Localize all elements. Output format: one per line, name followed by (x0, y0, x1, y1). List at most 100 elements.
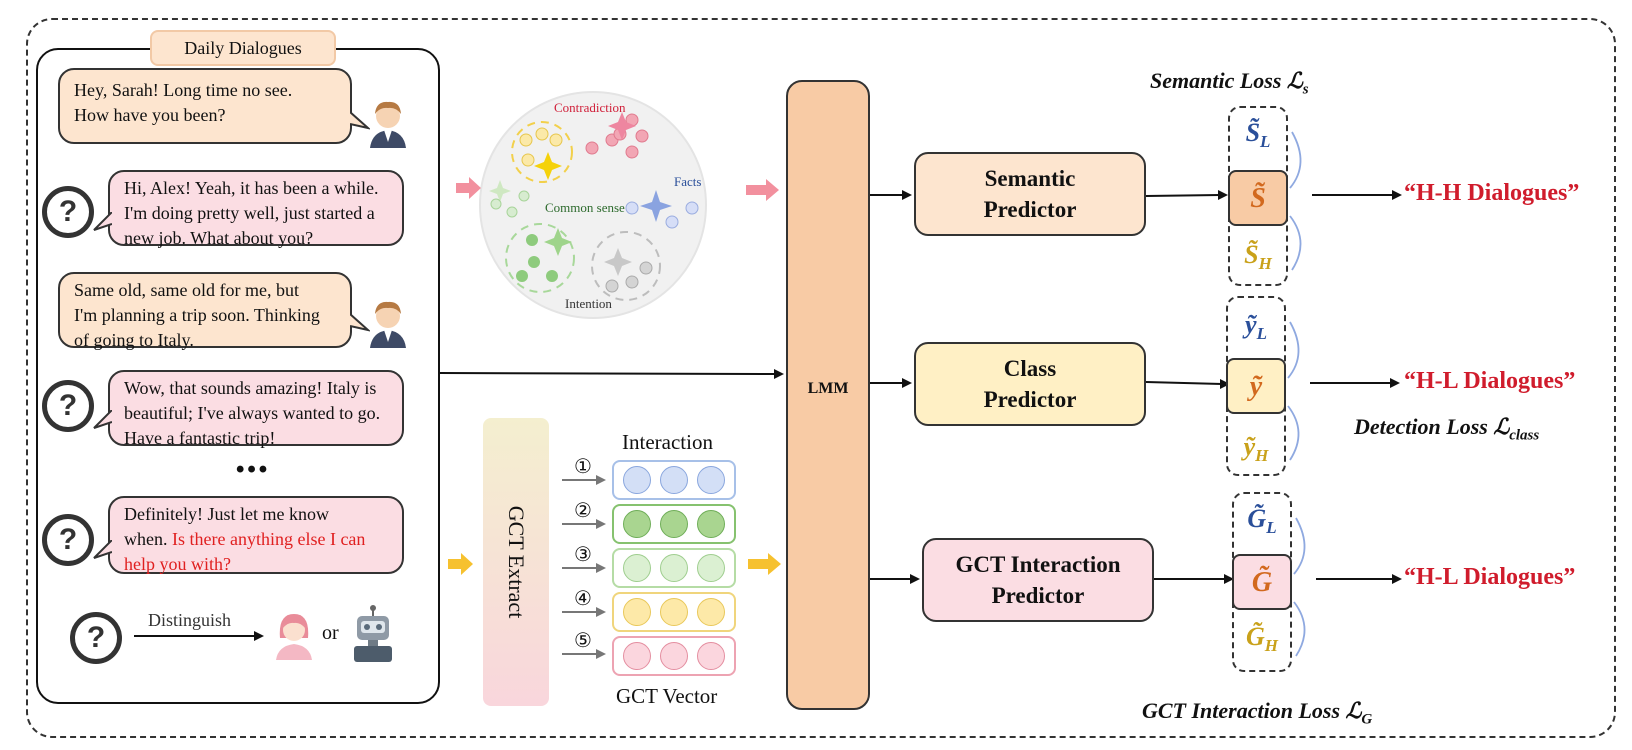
semantic-loss-label: Semantic Loss ℒs (1150, 68, 1309, 98)
bubble-2-tail (93, 212, 112, 231)
output-arrow-2 (1310, 378, 1400, 388)
dialogue-5-line-2: when. Is there anything else I can (124, 527, 388, 552)
dialogue-5-line-2b: Is there anything else I can (172, 529, 366, 549)
gct-predictor-line-1: GCT Interaction (955, 552, 1121, 577)
output-label-1: “H-H Dialogues” (1404, 180, 1580, 206)
vector-dot (660, 554, 688, 582)
y-tilde-h-sub: H (1255, 446, 1269, 466)
g-tilde-l: G̃L (1237, 504, 1287, 538)
s-tilde-l-sub: L (1260, 132, 1271, 152)
question-mark-icon-1: ? (42, 186, 94, 238)
or-label: or (322, 622, 339, 644)
output-arrow-3 (1316, 574, 1402, 584)
gct-loss-label: GCT Interaction Loss ℒG (1142, 698, 1372, 728)
gct-predictor-line-2: Predictor (991, 583, 1085, 608)
y-tilde-l-sub: L (1256, 324, 1267, 344)
dialogue-3-line-2: I'm planning a trip soon. Thinking (74, 305, 320, 325)
panel-to-lmm-arrow (440, 369, 784, 379)
s-tilde-l-base: S̃ (1245, 118, 1261, 147)
dialogue-4-line-3: Have a fantastic trip! (124, 428, 276, 448)
vector-dot (660, 642, 688, 670)
yellow-arrow-icon (448, 553, 473, 575)
vector-dot (697, 466, 725, 494)
distinguish-arrow (134, 631, 264, 641)
dialogue-4-line-2: beautiful; I've always wanted to go. (124, 403, 381, 423)
lmm-label: LMM (807, 380, 849, 397)
output-arrow-1 (1312, 190, 1402, 200)
label-contradiction: Contradiction (554, 100, 626, 115)
dialogue-2-line-1: Hi, Alex! Yeah, it has been a while. (124, 178, 379, 198)
arrow-to-class-predictor (870, 378, 912, 388)
gct-loss-symbol: ℒ (1345, 698, 1362, 723)
semantic-loss-symbol: ℒ (1286, 68, 1303, 93)
g-tilde-box: G̃ (1232, 554, 1292, 610)
lmm-block: LMM (786, 80, 870, 710)
g-tilde-l-sub: L (1266, 518, 1277, 538)
pink-arrow-icon (456, 177, 481, 199)
distinguish-label: Distinguish (148, 610, 232, 630)
label-intention: Intention (565, 296, 612, 311)
s-tilde-l: S̃L (1233, 118, 1283, 152)
question-mark-icon-2: ? (42, 380, 94, 432)
semantic-predictor-line-1: Semantic (984, 166, 1076, 191)
gct-extract-label: GCT Extract (504, 505, 529, 619)
vector-dot (660, 466, 688, 494)
step-arrow (562, 649, 606, 659)
dialogue-4-line-1: Wow, that sounds amazing! Italy is (124, 378, 377, 398)
dialogue-5-line-1: Definitely! Just let me know (124, 504, 329, 524)
dialogue-1-line-2: How have you been? (74, 105, 226, 125)
gct-loss-text: GCT Interaction Loss (1142, 698, 1346, 723)
gct-to-g-arrow (1154, 574, 1234, 584)
dialogue-2-line-2: I'm doing pretty well, just started a (124, 203, 375, 223)
step-number-2: ② (574, 500, 592, 522)
gct-extract-block: GCT Extract (483, 418, 549, 706)
dialogue-3-line-3: of going to Italy. (74, 330, 194, 350)
s-tilde-box: S̃ (1228, 170, 1288, 226)
y-tilde-box: ỹ (1226, 358, 1286, 414)
step-number-3: ③ (574, 544, 592, 566)
bubble-4-tail (93, 410, 112, 429)
g-tilde-h-base: G̃ (1245, 622, 1265, 651)
s-tilde-h: S̃H (1233, 240, 1283, 274)
semantic-loss-text: Semantic Loss (1150, 68, 1287, 93)
dialogue-5-line-3: help you with? (124, 554, 231, 574)
class-to-y-arrow (1146, 379, 1230, 389)
s-tilde-h-sub: H (1258, 254, 1272, 274)
dialogue-3-line-1: Same old, same old for me, but (74, 280, 299, 300)
gct-loss-arcs (1293, 517, 1306, 657)
dialogue-bubble-5: Definitely! Just let me know when. Is th… (108, 496, 404, 574)
pink-arrow-icon (746, 179, 779, 201)
dialogue-2-line-3: new job. What about you? (124, 228, 314, 248)
bubble-5-tail (93, 540, 112, 559)
y-tilde-l-base: ỹ (1245, 310, 1257, 339)
vector-row-1 (612, 460, 736, 500)
male-avatar-icon (370, 301, 406, 348)
outer-frame (26, 18, 1616, 738)
arrow-to-gct-predictor (870, 574, 920, 584)
dialogue-bubble-2: Hi, Alex! Yeah, it has been a while. I'm… (108, 170, 404, 248)
vector-row-3 (612, 548, 736, 588)
question-mark-icon-3: ? (42, 514, 94, 566)
dialogue-bubble-3: Same old, same old for me, but I'm plann… (58, 272, 352, 350)
output-label-3: “H-L Dialogues” (1404, 564, 1576, 590)
male-avatar-icon (370, 101, 406, 148)
step-number-1: ① (574, 456, 592, 478)
vector-dot (623, 598, 651, 626)
arrow-to-semantic-predictor (870, 190, 912, 200)
bubble-3-tail (350, 314, 370, 332)
yellow-arrow-icon (748, 553, 781, 575)
vector-dot (697, 598, 725, 626)
class-predictor-line-2: Predictor (983, 387, 1077, 412)
detection-loss-label: Detection Loss ℒclass (1354, 414, 1539, 444)
vector-dot (623, 642, 651, 670)
dialogue-5-line-2a: when. (124, 529, 172, 549)
detection-loss-text: Detection Loss (1354, 414, 1494, 439)
vector-dot (623, 554, 651, 582)
gct-vector-label: GCT Vector (616, 684, 718, 708)
vector-dot (697, 642, 725, 670)
semantic-loss-arcs (1289, 131, 1302, 271)
knowledge-circle (479, 91, 707, 319)
vector-row-5 (612, 636, 736, 676)
gct-loss-sub: G (1361, 711, 1373, 728)
